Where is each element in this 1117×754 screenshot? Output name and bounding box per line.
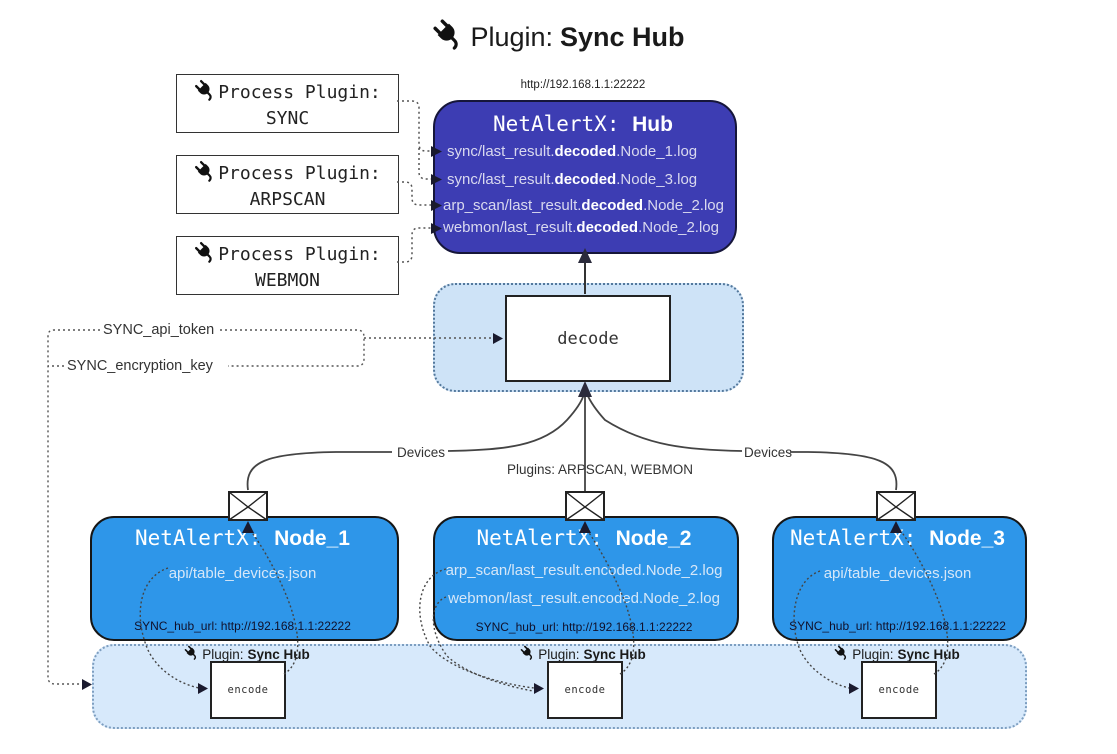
encode-box: encode [861,661,937,719]
hub-log-line: sync/last_result.decoded.Node_1.log [447,143,698,160]
title-prefix: Plugin: [470,22,554,52]
process-plugin-heading: Process Plugin: [218,243,381,265]
plug-icon [520,645,535,663]
node-2-file: arp_scan/last_result.encoded.Node_2.log [445,562,723,579]
envelope-icon [565,491,605,526]
connector-nodes-to-decode [246,393,898,494]
hub-title-prefix: NetAlertX: [493,112,620,136]
plugins-center-label: Plugins: ARPSCAN, WEBMON [507,462,694,477]
node-1-title: NetAlertX: Node_1 [135,526,350,550]
node-1-file: api/table_devices.json [168,565,317,582]
hub-log-line: sync/last_result.decoded.Node_3.log [447,171,698,188]
process-plugin-heading: Process Plugin: [218,81,381,103]
hub-url-label: http://192.168.1.1:22222 [520,79,646,91]
hub-log-line: arp_scan/last_result.decoded.Node_2.log [443,197,724,214]
plug-icon [194,79,216,106]
node-2-hub-url: SYNC_hub_url: http://192.168.1.1:22222 [475,620,693,634]
node-1-hub-url: SYNC_hub_url: http://192.168.1.1:22222 [134,619,351,633]
node-3-title: NetAlertX: Node_3 [790,526,1005,550]
devices-right-label: Devices [744,445,793,460]
node-3-hub-url: SYNC_hub_url: http://192.168.1.1:22222 [789,619,1006,633]
node-3-file: api/table_devices.json [823,565,972,582]
decode-box: decode [505,295,671,382]
encode-box: encode [547,661,623,719]
node-2-file: webmon/last_result.encoded.Node_2.log [448,590,720,607]
page-title: Plugin: Sync Hub [0,18,1117,57]
process-plugin-name: ARPSCAN [249,188,326,210]
plug-icon [184,645,199,663]
title-name: Sync Hub [560,22,685,52]
connector-plugins-to-hub [397,100,431,263]
bar-inlet-arrowhead [82,679,92,690]
sync-api-token-label: SYNC_api_token [103,322,215,338]
process-plugin-arpscan: Process Plugin: ARPSCAN [176,155,399,214]
hub-title: NetAlertX: Hub [433,112,733,137]
hub-log-line: webmon/last_result.decoded.Node_2.log [443,219,719,236]
process-plugin-webmon: Process Plugin: WEBMON [176,236,399,295]
devices-left-label: Devices [397,445,446,460]
envelope-icon [876,491,916,526]
envelope-icon [228,491,268,526]
hub-title-name: Hub [632,113,673,136]
plug-icon [834,645,849,663]
process-plugin-name: WEBMON [254,269,321,291]
encode-box: encode [210,661,286,719]
process-plugin-name: SYNC [265,107,310,129]
plug-icon [194,160,216,187]
process-plugin-sync: Process Plugin: SYNC [176,74,399,133]
hub-box [433,100,737,254]
plug-icon [194,241,216,268]
node-2-title: NetAlertX: Node_2 [476,526,692,550]
plug-icon [432,18,464,57]
sync-encryption-key-label: SYNC_encryption_key [67,358,213,374]
process-plugin-heading: Process Plugin: [218,162,381,184]
